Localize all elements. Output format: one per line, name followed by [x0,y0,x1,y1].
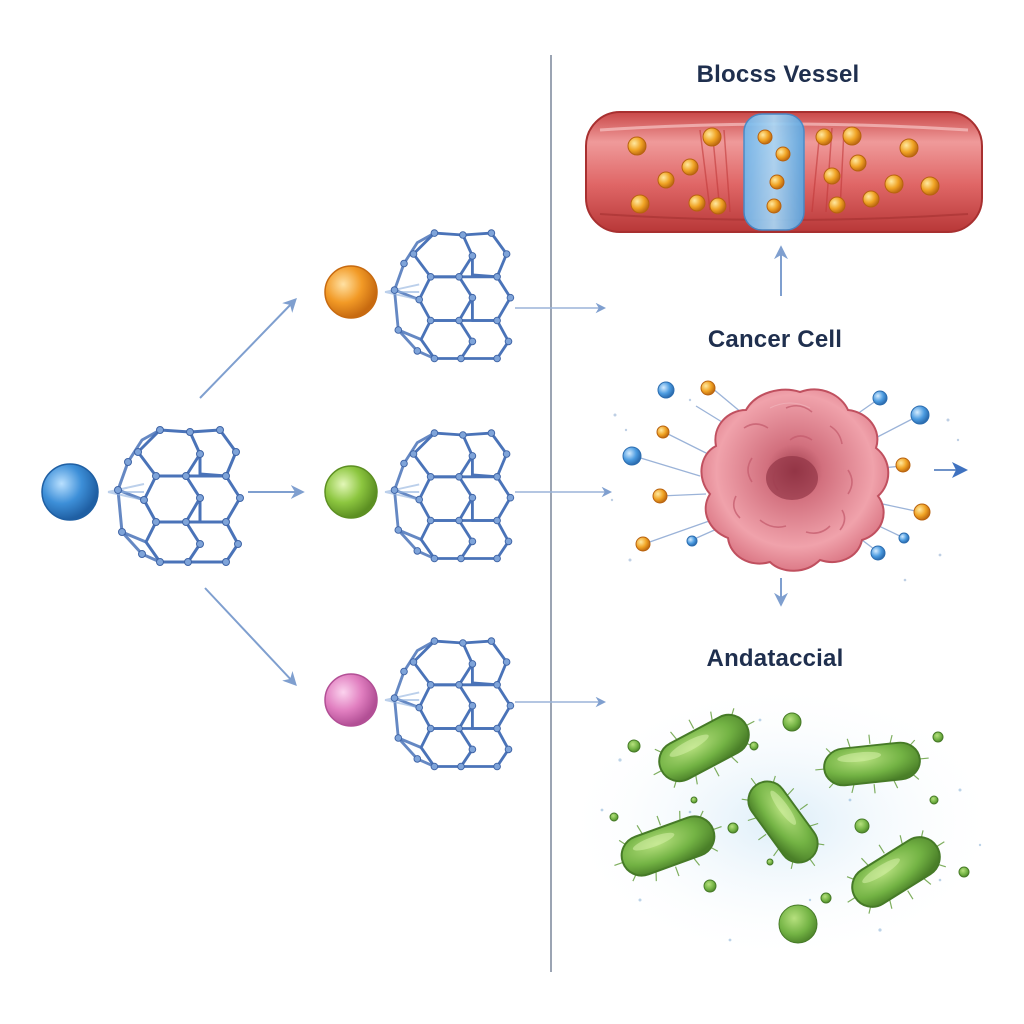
bacteria-illustration [562,682,1002,962]
orange-nanocarrier [324,228,516,364]
green-sphere-icon [324,465,378,519]
clot-region [743,113,805,231]
green-nanocarrier [324,428,516,564]
pink-sphere-icon [324,673,378,727]
cancer-cell-illustration [610,380,960,582]
pink-nanocarrier [324,636,516,772]
antibacterial-label: Andataccial [706,645,844,672]
orange-sphere-icon [324,265,378,319]
targeting-particles [622,380,931,561]
arrow-to-orange [199,297,297,399]
blood-vessel-illustration [585,111,983,233]
cell-exit-arrow-icon [934,462,968,478]
arrow-to-pink [204,587,297,687]
bacterial-cocci [609,712,970,944]
drug-particles [627,126,940,215]
blood-vessel-label: Blocss Vessel [696,61,860,88]
source-nanocarrier [41,425,245,567]
cancer-cell-label: Cancer Cell [707,326,843,353]
blue-sphere-icon [41,463,99,521]
